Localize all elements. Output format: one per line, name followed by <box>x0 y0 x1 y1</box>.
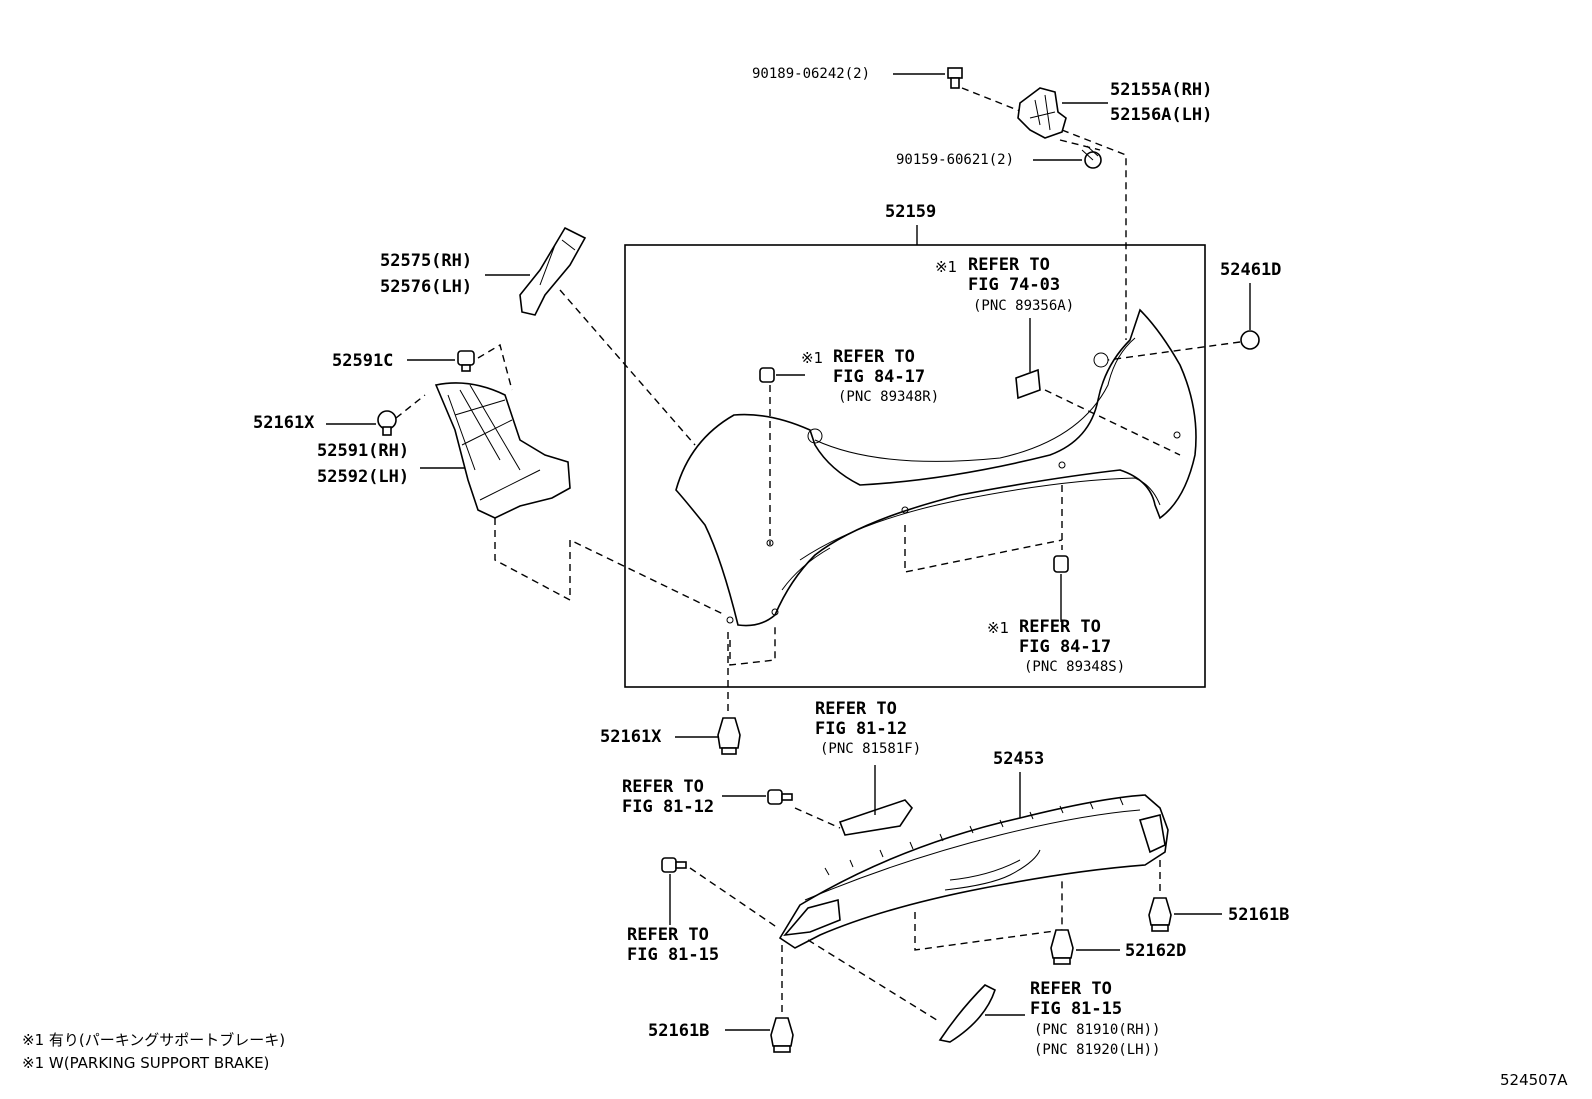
ref-line2: FIG 81-12 <box>815 719 907 739</box>
label-52591-rh[interactable]: 52591(RH) <box>317 441 409 461</box>
ref-89348R[interactable]: ※1 REFER TO FIG 84-17 (PNC 89348R) <box>801 347 939 405</box>
ref-line4: (PNC 81920(LH)) <box>1034 1042 1160 1058</box>
spoiler-bottom-guide <box>914 878 1063 951</box>
cover-assembly-frame <box>624 244 1206 688</box>
sensor-pad-guide <box>1044 389 1181 456</box>
ref-line1: REFER TO <box>622 777 704 797</box>
ref-line3: (PNC 81581F) <box>820 741 921 757</box>
label-52453[interactable]: 52453 <box>993 749 1044 769</box>
clip-c-guide <box>477 343 513 391</box>
bolt-icon <box>947 67 963 89</box>
screw-81-12-icon <box>767 789 793 805</box>
ref-line1: REFER TO <box>627 925 709 945</box>
sensor-retainer-lower-icon <box>1053 555 1069 573</box>
clip-b-right-icon <box>1148 897 1172 932</box>
label-52161X-upper[interactable]: 52161X <box>253 413 315 433</box>
reflector-lower-icon <box>938 984 996 1043</box>
cover-bottom-guide <box>729 625 776 666</box>
footnote-english: ※1 W(PARKING SUPPORT BRAKE) <box>22 1054 269 1072</box>
clip-d-icon <box>1050 929 1074 965</box>
ref-81581F[interactable]: REFER TO FIG 81-12 (PNC 81581F) <box>815 699 921 757</box>
sensor-lower-guide-box <box>904 525 1063 573</box>
mud-shield-icon <box>434 382 571 519</box>
ref-line2: FIG 84-17 <box>833 367 925 387</box>
label-52461D[interactable]: 52461D <box>1220 260 1281 280</box>
ref-line2: FIG 84-17 <box>1019 637 1111 657</box>
screw-81-12-guide <box>794 807 841 829</box>
sensor-retainer-upper-icon <box>759 367 775 383</box>
ref-line2: FIG 81-15 <box>1030 999 1122 1019</box>
label-52162D[interactable]: 52162D <box>1125 941 1186 961</box>
clip-b-lower-icon <box>770 1017 794 1053</box>
reflector-upper-icon <box>838 799 914 836</box>
label-90189-06242[interactable]: 90189-06242(2) <box>752 66 870 82</box>
label-52591C[interactable]: 52591C <box>332 351 393 371</box>
clip-x-lower-icon <box>717 717 741 755</box>
clip-x-upper-icon <box>377 410 397 436</box>
label-52592-lh[interactable]: 52592(LH) <box>317 467 409 487</box>
ref-line1: REFER TO <box>968 255 1050 275</box>
rear-spoiler-icon <box>778 794 1169 949</box>
ref-89356A[interactable]: ※1 REFER TO FIG 74-03 (PNC 89356A) <box>935 255 1074 314</box>
bumper-cover-icon <box>675 308 1197 627</box>
ref-line3: (PNC 89348S) <box>1024 659 1125 675</box>
screw-icon <box>1081 145 1102 169</box>
ref-line1: REFER TO <box>833 347 915 367</box>
label-52161B-right[interactable]: 52161B <box>1228 905 1289 925</box>
ref-81-12-screw[interactable]: REFER TO FIG 81-12 <box>622 777 714 817</box>
ref-marker: ※1 <box>935 258 957 276</box>
screw-top-guide <box>1059 139 1101 151</box>
ref-line1: REFER TO <box>1030 979 1112 999</box>
ref-line3: (PNC 81910(RH)) <box>1034 1022 1160 1038</box>
label-52575-rh[interactable]: 52575(RH) <box>380 251 472 271</box>
ref-line2: FIG 81-15 <box>627 945 719 965</box>
label-52161X-lower[interactable]: 52161X <box>600 727 662 747</box>
ref-line2: FIG 74-03 <box>968 275 1060 295</box>
ref-line2: FIG 81-12 <box>622 797 714 817</box>
ref-marker: ※1 <box>987 619 1009 637</box>
screw-81-15-icon <box>661 857 687 873</box>
side-retainer-icon <box>519 226 587 316</box>
ref-81-15-screw[interactable]: REFER TO FIG 81-15 <box>627 925 719 965</box>
bracket-top-icon <box>1017 87 1067 139</box>
cap-guide <box>1107 341 1241 361</box>
label-90159-60621[interactable]: 90159-60621(2) <box>896 152 1014 168</box>
ref-89348S[interactable]: ※1 REFER TO FIG 84-17 (PNC 89348S) <box>987 617 1125 675</box>
ref-marker: ※1 <box>801 349 823 367</box>
sensor-pad-icon <box>1015 368 1041 400</box>
ref-81910-81920[interactable]: REFER TO FIG 81-15 (PNC 81910(RH)) (PNC … <box>1030 979 1160 1058</box>
label-52156A-lh[interactable]: 52156A(LH) <box>1110 105 1212 125</box>
label-52576-lh[interactable]: 52576(LH) <box>380 277 472 297</box>
ref-line1: REFER TO <box>1019 617 1101 637</box>
reflector-lower-guide <box>807 939 941 1023</box>
shield-guide <box>494 518 726 616</box>
label-52155A-rh[interactable]: 52155A(RH) <box>1110 80 1212 100</box>
label-52161B-lower[interactable]: 52161B <box>648 1021 709 1041</box>
clip-c-icon <box>457 350 475 372</box>
clip-x-upper-guide <box>395 394 426 419</box>
ref-line3: (PNC 89348R) <box>838 389 939 405</box>
footnote-japanese: ※1 有り(パーキングサポートブレーキ) <box>22 1031 285 1049</box>
screw-81-15-guide <box>689 867 779 929</box>
bracket-to-cover-guide <box>1061 129 1127 340</box>
retainer-guide <box>559 289 696 446</box>
label-52159[interactable]: 52159 <box>885 202 936 222</box>
ref-line3: (PNC 89356A) <box>973 298 1074 314</box>
figure-code: 524507A <box>1500 1071 1568 1089</box>
cap-icon <box>1240 330 1260 350</box>
ref-line1: REFER TO <box>815 699 897 719</box>
